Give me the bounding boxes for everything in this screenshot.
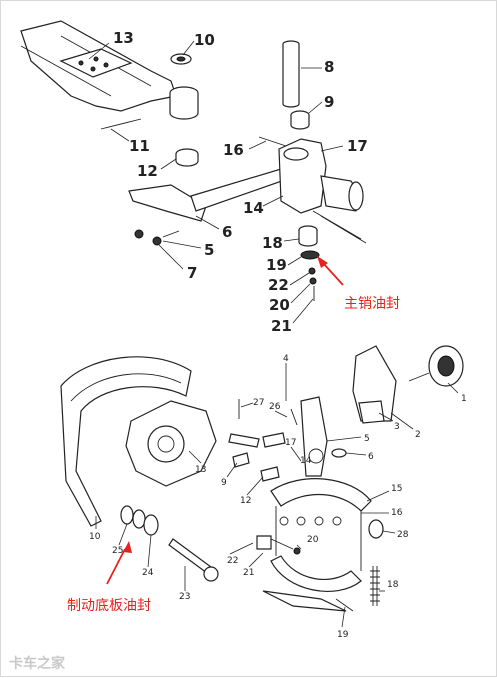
kingpin-seal-label: 主销油封 xyxy=(344,296,400,312)
callout-b25: 25 xyxy=(112,546,123,556)
callout-22: 22 xyxy=(268,276,289,294)
callout-b22: 22 xyxy=(227,556,238,566)
callout-b21: 21 xyxy=(243,568,254,578)
callout-b6: 6 xyxy=(368,452,374,462)
callout-10: 10 xyxy=(194,31,215,49)
callout-b1: 1 xyxy=(461,394,467,404)
callout-b4: 4 xyxy=(283,354,289,364)
watermark-text: 卡车之家 xyxy=(9,655,66,672)
callout-6: 6 xyxy=(222,223,232,241)
callout-b5: 5 xyxy=(364,434,370,444)
drum-brake-assembly xyxy=(60,345,464,612)
bottom-callout-numbers: 1 2 3 4 5 6 9 10 12 13 14 15 16 17 18 19… xyxy=(89,354,467,640)
callout-b10: 10 xyxy=(89,532,101,542)
callout-b16: 16 xyxy=(391,508,403,518)
callout-b27: 27 xyxy=(253,398,264,408)
callout-7: 7 xyxy=(187,264,197,282)
callout-b26: 26 xyxy=(269,402,281,412)
top-callout-numbers: 13 10 8 9 11 12 16 17 14 6 5 7 18 19 22 … xyxy=(113,29,368,335)
callout-b13: 13 xyxy=(195,465,206,475)
callout-b17: 17 xyxy=(285,438,296,448)
callout-19: 19 xyxy=(266,256,287,274)
callout-b23: 23 xyxy=(179,592,190,602)
top-leader-lines xyxy=(88,40,344,324)
bottom-leader-lines xyxy=(95,363,459,628)
callout-b19: 19 xyxy=(337,630,349,640)
callout-b9: 9 xyxy=(221,478,227,488)
backing-plate-seal-annotation: 制动底板油封 xyxy=(67,541,151,614)
callout-b18: 18 xyxy=(387,580,399,590)
callout-b15a: 15 xyxy=(391,484,402,494)
callout-17: 17 xyxy=(347,137,368,155)
callout-b28: 28 xyxy=(397,530,409,540)
callout-b3: 3 xyxy=(394,422,400,432)
callout-20: 20 xyxy=(269,296,290,314)
callout-b14: 14 xyxy=(300,456,312,466)
callout-5: 5 xyxy=(204,241,214,259)
callout-11: 11 xyxy=(129,137,150,155)
callout-18: 18 xyxy=(262,234,283,252)
callout-13: 13 xyxy=(113,29,134,47)
callout-21: 21 xyxy=(271,317,292,335)
front-axle-assembly xyxy=(20,20,367,301)
callout-12: 12 xyxy=(137,162,158,180)
callout-b12: 12 xyxy=(240,496,251,506)
callout-b2: 2 xyxy=(415,430,421,440)
callout-9: 9 xyxy=(324,93,334,111)
backing-plate-seal-label: 制动底板油封 xyxy=(67,598,151,614)
callout-14: 14 xyxy=(243,199,264,217)
callout-8: 8 xyxy=(324,58,334,76)
callout-16: 16 xyxy=(223,141,244,159)
callout-b20: 20 xyxy=(307,535,319,545)
callout-b24: 24 xyxy=(142,568,154,578)
kingpin-seal-annotation: 主销油封 xyxy=(317,256,400,312)
